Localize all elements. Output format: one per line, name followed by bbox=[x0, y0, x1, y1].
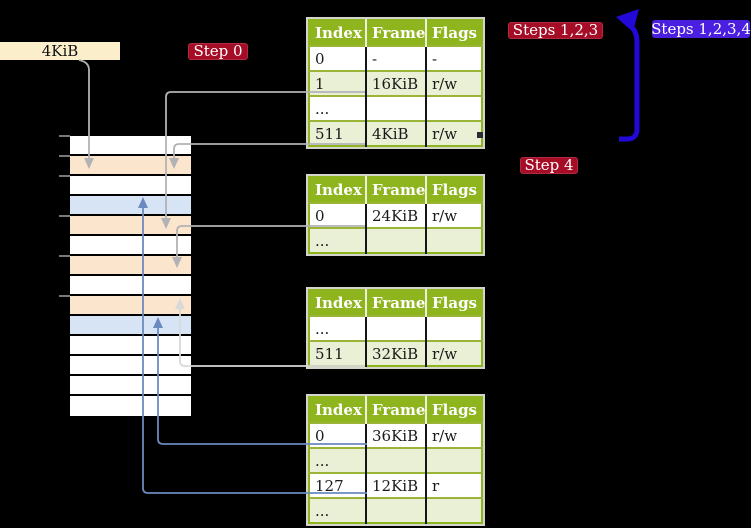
memory-frame-row bbox=[70, 376, 191, 396]
table-row: ... bbox=[309, 447, 482, 473]
memory-frame-row bbox=[70, 196, 191, 216]
step4-badge-label: Step 4 bbox=[524, 156, 574, 174]
steps1234-badge: Steps 1,2,3,4 bbox=[651, 19, 751, 38]
memory-frame-row bbox=[70, 176, 191, 196]
table-cell: r/w bbox=[426, 70, 482, 96]
column-header: Index bbox=[309, 20, 367, 46]
column-header: Frame bbox=[366, 177, 427, 203]
physical-memory-column bbox=[70, 136, 191, 416]
table-cell: 511 bbox=[309, 120, 367, 146]
table-cell bbox=[426, 95, 482, 121]
memory-frame-row bbox=[70, 396, 191, 416]
memory-frame-row bbox=[70, 256, 191, 276]
memory-frame-row bbox=[70, 276, 191, 296]
step4-badge: Step 4 bbox=[520, 157, 578, 174]
table-row: ... bbox=[309, 95, 482, 121]
memory-address-ticks bbox=[59, 135, 70, 297]
column-header: Frame bbox=[366, 290, 427, 316]
table-cell: - bbox=[426, 45, 482, 71]
table-cell: 4KiB bbox=[366, 120, 427, 146]
memory-frame-row bbox=[70, 296, 191, 316]
table-cell: 511 bbox=[309, 340, 367, 366]
table-cell bbox=[426, 227, 482, 253]
table-row: ... bbox=[309, 227, 482, 253]
steps123-badge: Steps 1,2,3 bbox=[508, 22, 603, 39]
table-cell bbox=[426, 447, 482, 473]
recursive-loop-arrow bbox=[616, 9, 640, 142]
table-cell: ... bbox=[309, 447, 367, 473]
steps123-badge-label: Steps 1,2,3 bbox=[512, 21, 599, 39]
table-cell: ... bbox=[309, 497, 367, 523]
table-cell: 36KiB bbox=[366, 422, 427, 448]
table-cell: - bbox=[366, 45, 427, 71]
table-cell: 127 bbox=[309, 472, 367, 498]
table-row: 0-- bbox=[309, 45, 482, 71]
column-header: Frame bbox=[366, 397, 427, 423]
column-header: Flags bbox=[426, 177, 482, 203]
table-cell: r bbox=[426, 472, 482, 498]
memory-frame-row bbox=[70, 316, 191, 336]
table-cell: 0 bbox=[309, 45, 367, 71]
column-header: Flags bbox=[426, 290, 482, 316]
table-cell: 16KiB bbox=[366, 70, 427, 96]
column-header: Frame bbox=[366, 20, 427, 46]
table-cell bbox=[426, 497, 482, 523]
table-row: ... bbox=[309, 497, 482, 523]
step0-badge-label: Step 0 bbox=[193, 42, 243, 60]
memory-frame-row bbox=[70, 216, 191, 236]
table-cell bbox=[366, 95, 427, 121]
table-cell: ... bbox=[309, 95, 367, 121]
table-cell: 32KiB bbox=[366, 340, 427, 366]
table-cell: r/w bbox=[426, 340, 482, 366]
table1-entry511-connector bbox=[169, 143, 365, 169]
table-cell bbox=[366, 497, 427, 523]
column-header: Index bbox=[309, 290, 367, 316]
frame-size-label: 4KiB bbox=[41, 41, 79, 60]
memory-frame-row bbox=[70, 156, 191, 176]
table-cell bbox=[366, 315, 427, 341]
memory-frame-row bbox=[70, 136, 191, 156]
table-cell: ... bbox=[309, 227, 367, 253]
table-cell: 0 bbox=[309, 202, 367, 228]
column-header: Index bbox=[309, 177, 367, 203]
column-header: Flags bbox=[426, 397, 482, 423]
step0-badge: Step 0 bbox=[188, 43, 248, 60]
memory-frame-row bbox=[70, 356, 191, 376]
table-cell: ... bbox=[309, 315, 367, 341]
table-cell: 12KiB bbox=[366, 472, 427, 498]
memory-frame-row bbox=[70, 336, 191, 356]
table-cell: r/w bbox=[426, 422, 482, 448]
table-row: ... bbox=[309, 315, 482, 341]
table-cell bbox=[366, 447, 427, 473]
steps1234-badge-label: Steps 1,2,3,4 bbox=[651, 19, 751, 38]
table-cell: r/w bbox=[426, 202, 482, 228]
column-header: Flags bbox=[426, 20, 482, 46]
column-header: Index bbox=[309, 397, 367, 423]
table-cell: r/w bbox=[426, 120, 482, 146]
table-cell bbox=[366, 227, 427, 253]
table-cell: 24KiB bbox=[366, 202, 427, 228]
table-cell bbox=[426, 315, 482, 341]
memory-frame-row bbox=[70, 236, 191, 256]
table-cell: 0 bbox=[309, 422, 367, 448]
table-cell: 1 bbox=[309, 70, 367, 96]
frame-size-label-box: 4KiB bbox=[0, 42, 120, 60]
